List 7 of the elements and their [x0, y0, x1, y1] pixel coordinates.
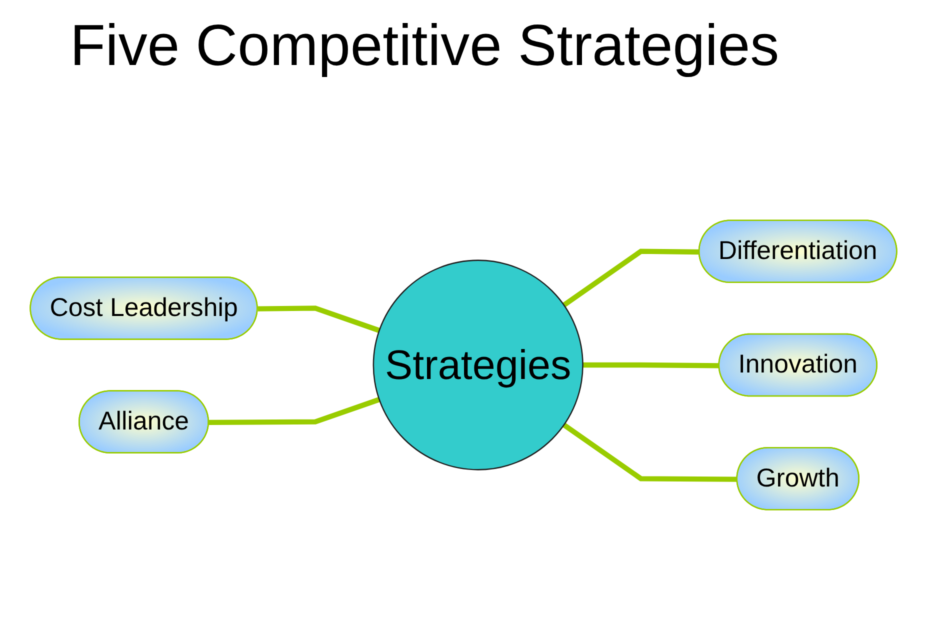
- node-circle: Strategies: [372, 260, 584, 470]
- connector: [562, 422, 738, 482]
- diagram-title: Five Competitive Strategies: [70, 12, 780, 79]
- connector: [258, 306, 380, 333]
- connector: [582, 362, 720, 368]
- connector: [208, 397, 380, 426]
- connector: [562, 248, 700, 308]
